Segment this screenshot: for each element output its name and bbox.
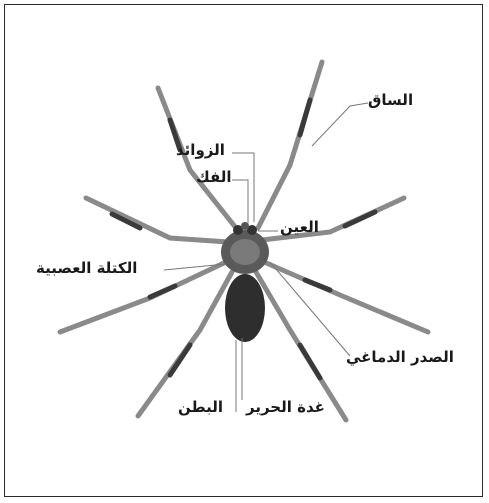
label-cephalothorax: الصدر الدماغي	[346, 350, 454, 365]
leader-leg	[312, 103, 368, 146]
abdomen-shape	[225, 274, 265, 342]
label-abdomen: البطن	[178, 400, 223, 415]
label-pedipalps: الزوائد	[176, 143, 225, 158]
leader-chelicerae	[232, 180, 248, 224]
label-silk-gland: غدة الحرير	[246, 400, 325, 415]
label-ganglion: الكتلة العصبية	[36, 261, 137, 276]
leader-cephalothorax	[270, 262, 350, 356]
label-chelicerae: الفك	[196, 170, 232, 185]
label-leg: الساق	[368, 93, 413, 108]
leg-third-right	[264, 262, 428, 332]
leader-pedipalps	[232, 153, 254, 222]
leg-second-left	[86, 198, 228, 242]
label-eye: العين	[280, 220, 319, 235]
